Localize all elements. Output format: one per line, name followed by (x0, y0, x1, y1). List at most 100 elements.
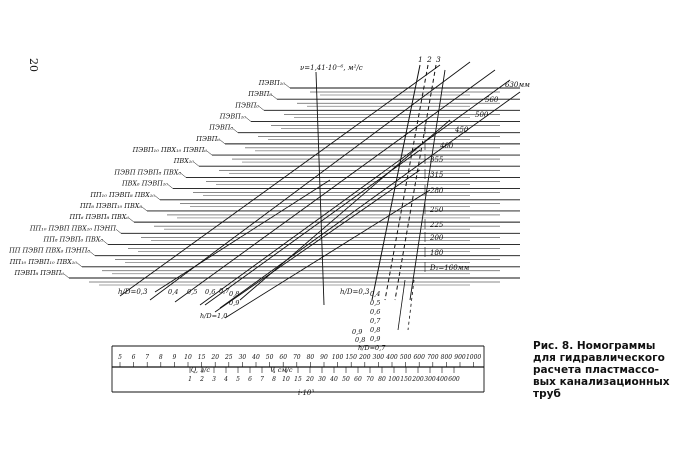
scale-tick-label: 10 (184, 354, 192, 361)
scale-tick-label: 200 (411, 376, 424, 383)
pipe-label: ПЭВП₁₀ (219, 113, 247, 121)
label-leader (89, 251, 96, 256)
hd-label: h/D=0,3 (340, 288, 370, 296)
hd-value: 0,4 (168, 288, 178, 296)
pipe-label: ПП₁₀ ПЭВП ПВХ₁₀ ПЭНП (29, 224, 116, 232)
hd-value: 0,8 (370, 326, 380, 334)
scale-tick-label: 15 (294, 376, 302, 383)
flow-line (199, 79, 511, 306)
scale-tick-label: 6 (132, 354, 136, 361)
scale-tick-label: 40 (329, 376, 338, 383)
scale-tick-label: 8 (159, 354, 163, 361)
label-leader (219, 139, 226, 145)
pipe-label: ПЭВП₈ (208, 124, 233, 132)
diameter-label: 400 (439, 142, 454, 150)
hd-value: 0,7 (370, 317, 381, 325)
pipe-label: ПЭВП₁₀ (258, 79, 286, 87)
scale-tick-label: 50 (342, 376, 350, 383)
diameter-label: 225 (429, 221, 444, 229)
label-leader (115, 229, 122, 234)
scale-tick-label: 300 (424, 376, 436, 383)
pipe-label: ПП₈ ПЭВП₁₀ ПВХ₈ (79, 202, 142, 210)
hd-value: 0,8 (229, 290, 239, 298)
viscosity-line (315, 71, 325, 306)
scale-tick-label: 700 (427, 354, 439, 361)
scale-tick-label: 150 (345, 354, 357, 361)
hd-value: 0,6 (370, 308, 380, 316)
label-leader (245, 117, 252, 122)
diameter-label: 500 (475, 111, 489, 119)
hd-value: h/D=0,7 (358, 344, 386, 352)
scale-tick-label: 1 (188, 376, 192, 383)
pipe-label: ПП₆ ПЭВП₈ ПВХ₆ (69, 213, 130, 221)
scale-tick-label: 8 (272, 376, 276, 383)
diameter-label: 200 (429, 234, 444, 242)
curve-label: 2 (426, 55, 432, 64)
label-leader (167, 184, 174, 189)
diameter-label: 355 (430, 156, 444, 164)
scale-tick-label: 40 (251, 354, 260, 361)
scale-q-label: Q, л/с (191, 366, 210, 374)
scale-tick-label: 200 (358, 354, 371, 361)
flow-line (174, 69, 496, 303)
diameter-label: D₁=160мм (429, 264, 469, 272)
scale-tick-label: 300 (373, 354, 385, 361)
scale-tick-label: 60 (354, 376, 362, 383)
hd-value: 0,7 (219, 287, 230, 295)
diameter-label: 315 (430, 171, 444, 179)
pipe-label: ПЭВП₆ (195, 135, 220, 143)
scale-tick-label: 1000 (466, 354, 481, 361)
scale-tick-label: 20 (210, 354, 219, 361)
hd-value: 0,4 (370, 290, 380, 298)
scale-tick-label: 5 (236, 376, 240, 383)
hd-value: 0,9 (370, 335, 380, 343)
pipe-label: ПЭВП₈ ПЭВП₆ (14, 269, 65, 277)
pipe-label: ПП₁₀ ПЭВП₁₀ ПВХ₁₀ (9, 258, 78, 266)
hd-value: h/D=1,0 (200, 312, 227, 320)
flow-line (219, 91, 521, 309)
label-leader (154, 195, 161, 200)
scale-tick-label: 3 (212, 376, 216, 383)
label-leader (128, 217, 135, 223)
scale-tick-label: 100 (332, 354, 344, 361)
curve-line (409, 69, 446, 301)
scale-tick-label: 10 (282, 376, 290, 383)
scale-tick-label: 80 (307, 354, 315, 361)
scale-tick-label: 600 (448, 376, 460, 383)
diameter-label: 450 (454, 126, 469, 134)
hd-value: 0,5 (187, 288, 197, 296)
flow-line (214, 169, 421, 313)
pipe-label: ПВХ₆ ПЭВП₁₀ (121, 180, 168, 188)
curve-line (394, 64, 437, 301)
scale-tick-label: 600 (413, 354, 425, 361)
scale-tick-label: 400 (435, 376, 448, 383)
diameter-label: 560 (485, 96, 499, 104)
diameter-label: 280 (429, 187, 444, 195)
diameter-label: 250 (429, 206, 444, 214)
scale-tick-label: 80 (378, 376, 386, 383)
scale-tick-label: 6 (248, 376, 252, 383)
hd-label: h/D=0,3 (118, 288, 148, 296)
scale-tick-label: 400 (385, 354, 398, 361)
hd-value: 0,6 (205, 288, 215, 296)
pipe-label: ПЭВП ПЭВП₈ ПВХ₈ (113, 168, 181, 176)
label-leader (258, 106, 265, 111)
figure-caption: Рис. 8. Номограммы для гидравлического р… (533, 340, 670, 400)
label-leader (232, 128, 239, 133)
scale-tick-label: 30 (239, 354, 247, 361)
flow-line (154, 179, 331, 293)
scale-tick-label: 5 (118, 354, 122, 361)
flow-line (149, 61, 471, 301)
hd-value: 0,9 (229, 299, 239, 307)
pipe-label: ПВХ₁₀ (173, 157, 195, 165)
page-number: 20 (27, 58, 40, 72)
curve-line (384, 64, 429, 301)
label-leader (102, 240, 109, 245)
curve-line (371, 64, 421, 301)
scale-tick-label: 7 (260, 376, 264, 383)
label-leader (271, 94, 278, 100)
diameter-label: 180 (430, 249, 444, 257)
scale-tick-label: 25 (224, 354, 233, 361)
scale-tick-label: 800 (441, 354, 453, 361)
